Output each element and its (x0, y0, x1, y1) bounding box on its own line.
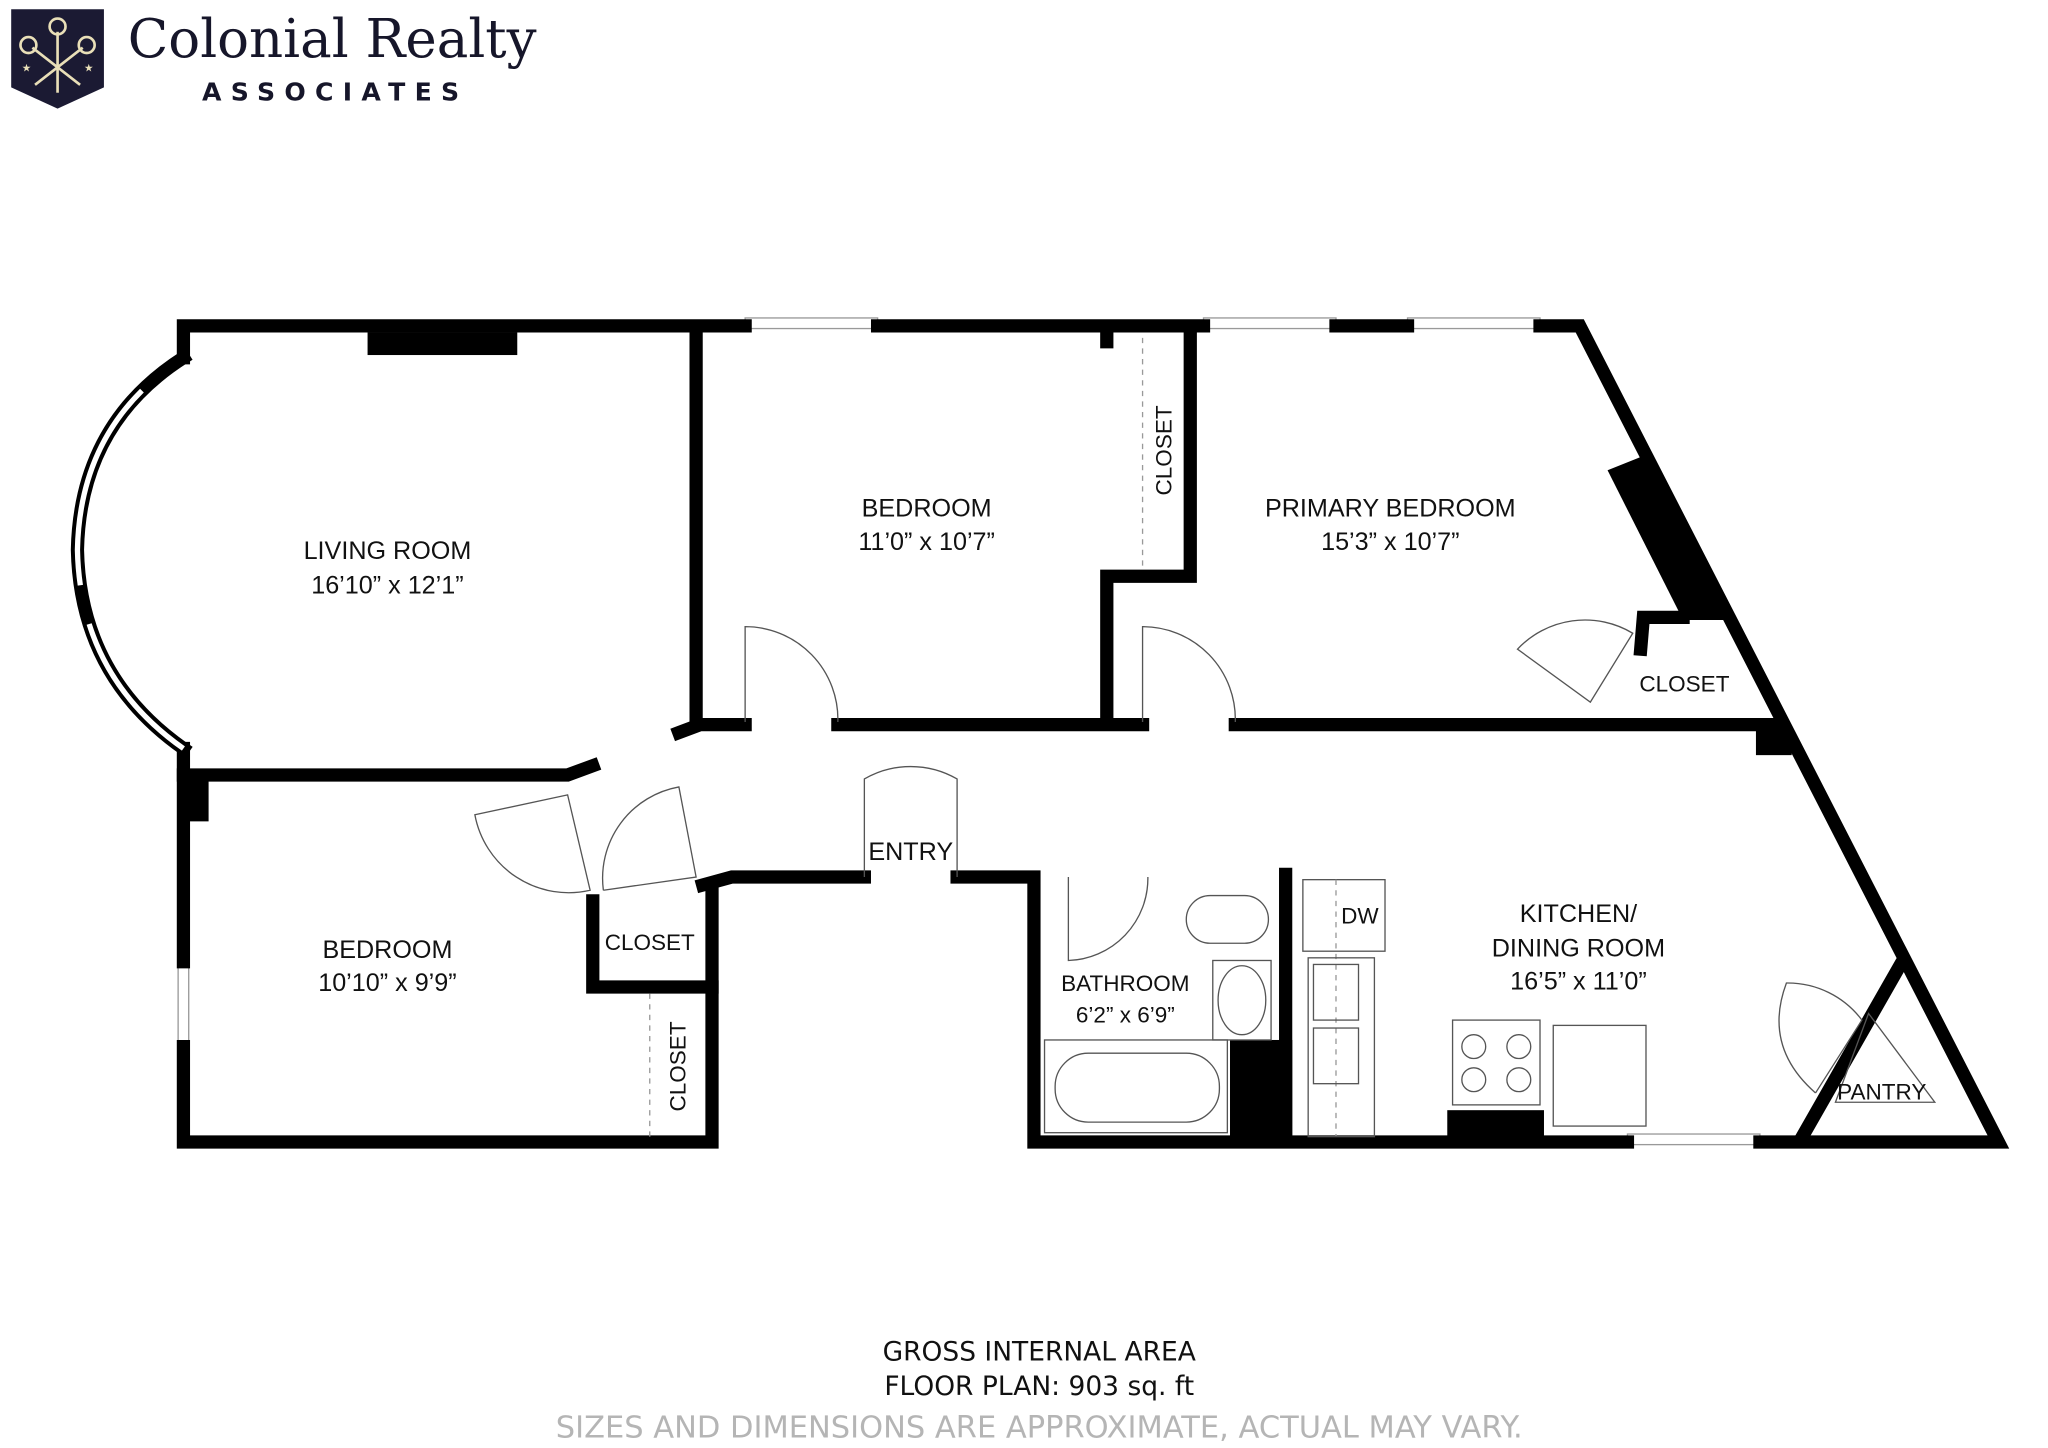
fixtures (649, 337, 1937, 1138)
dishwasher-label: DW (1341, 903, 1379, 928)
closet-label: CLOSET (1639, 672, 1729, 697)
logo: ★ ★ (11, 9, 104, 109)
living-room-name: LIVING ROOM (304, 537, 472, 565)
bedroom-1-size: 11’0” x 10’7” (858, 528, 995, 556)
living-room-size: 16’10” x 12’1” (311, 572, 463, 600)
kitchen-size: 16’5” x 11’0” (1510, 968, 1647, 996)
disclaimer: SIZES AND DIMENSIONS ARE APPROXIMATE, AC… (556, 1410, 1523, 1445)
closet-label: CLOSET (1152, 405, 1177, 495)
bedroom-1-name: BEDROOM (862, 495, 992, 523)
floor-plan-area: FLOOR PLAN: 903 sq. ft (884, 1371, 1194, 1402)
pantry-label: PANTRY (1837, 1080, 1926, 1105)
doors (474, 619, 1863, 1094)
bathroom-name: BATHROOM (1061, 971, 1189, 996)
bedroom-2-size: 10’10” x 9’9” (318, 969, 456, 997)
kitchen-name-1: KITCHEN/ (1520, 900, 1637, 928)
closet-label: CLOSET (605, 930, 695, 955)
closet-label: CLOSET (666, 1021, 691, 1111)
kitchen-name-2: DINING ROOM (1492, 935, 1665, 963)
svg-text:★: ★ (84, 63, 93, 75)
entry-label: ENTRY (868, 838, 953, 866)
walls (70, 319, 2010, 1149)
primary-bedroom-size: 15’3” x 10’7” (1321, 528, 1459, 556)
primary-bedroom-name: PRIMARY BEDROOM (1265, 495, 1516, 523)
bathroom-size: 6’2” x 6’9” (1076, 1003, 1175, 1028)
svg-text:★: ★ (22, 63, 31, 75)
brand-tagline: ASSOCIATES (202, 78, 469, 107)
bedroom-2-name: BEDROOM (322, 936, 452, 964)
brand-name: Colonial Realty (128, 9, 537, 70)
gross-area-heading: GROSS INTERNAL AREA (883, 1337, 1196, 1368)
